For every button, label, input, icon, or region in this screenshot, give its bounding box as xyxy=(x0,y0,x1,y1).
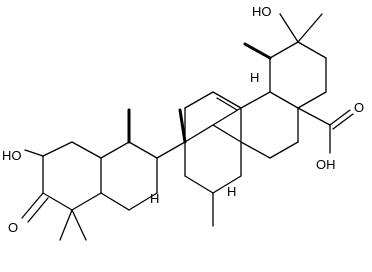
bond xyxy=(297,107,331,126)
bond xyxy=(184,175,214,194)
bond xyxy=(297,91,327,109)
label-ketone-oxygen: O xyxy=(8,220,18,235)
bond xyxy=(297,13,323,43)
bond xyxy=(212,124,242,143)
bond xyxy=(332,113,354,130)
bond xyxy=(212,175,242,194)
bond xyxy=(128,141,158,159)
bond xyxy=(297,41,327,59)
label-h-c14: H xyxy=(227,184,236,199)
bond xyxy=(100,192,130,211)
bond xyxy=(212,91,242,109)
bond xyxy=(128,192,158,211)
label-hydroxyl-top: HO xyxy=(252,4,272,19)
bond xyxy=(24,149,44,157)
bond xyxy=(243,42,272,60)
bond xyxy=(269,41,299,59)
bond xyxy=(42,192,73,211)
bond xyxy=(71,141,102,159)
bond xyxy=(184,91,214,109)
bond xyxy=(42,141,73,157)
label-h-c9: H xyxy=(150,191,159,206)
bond-layer xyxy=(21,13,354,241)
bond xyxy=(329,109,351,126)
bond xyxy=(21,192,44,219)
label-h-c18: H xyxy=(250,70,259,85)
label-acid-carbonyl: O xyxy=(354,100,364,115)
bond xyxy=(71,192,102,211)
bond xyxy=(156,141,186,159)
bond xyxy=(216,97,238,111)
bond xyxy=(59,209,73,241)
bond xyxy=(240,141,271,159)
label-acid-hydroxyl: OH xyxy=(316,157,336,172)
bond xyxy=(184,124,214,143)
bond xyxy=(27,197,49,223)
label-hydroxyl-left: HO xyxy=(2,148,22,163)
bond xyxy=(71,209,87,241)
bond xyxy=(178,108,187,144)
bond xyxy=(279,13,299,43)
bond xyxy=(240,91,271,109)
bond xyxy=(100,141,130,159)
bond xyxy=(212,107,242,126)
bond xyxy=(269,141,299,159)
atom-labels: HO HO O O OH H H H xyxy=(2,4,364,235)
bond xyxy=(269,91,299,109)
